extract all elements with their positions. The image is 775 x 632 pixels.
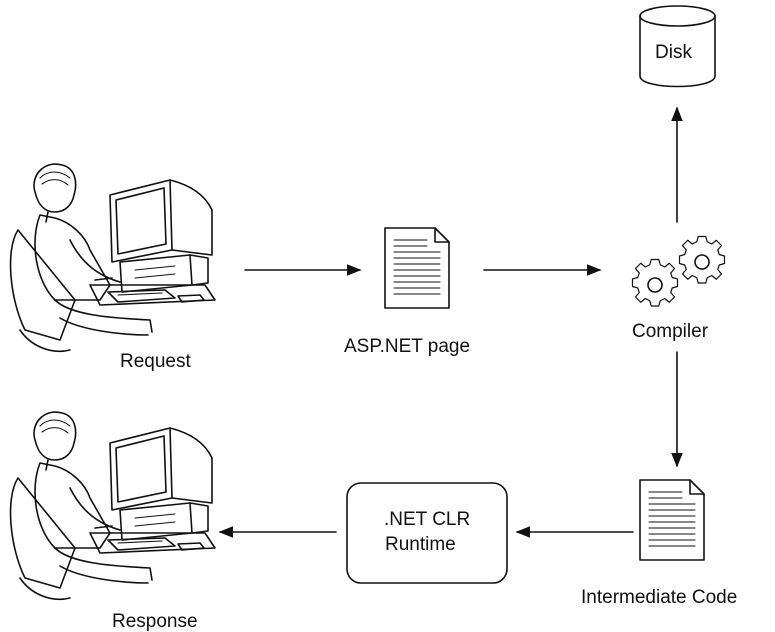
disk-label: Disk — [655, 42, 692, 63]
response-label: Response — [112, 611, 198, 632]
compiler-gears-icon — [631, 235, 726, 307]
compiler-label: Compiler — [632, 321, 709, 342]
clr-runtime-box — [346, 482, 508, 584]
disk-cylinder-icon — [639, 5, 716, 88]
intermediate-code-label: Intermediate Code — [581, 587, 737, 608]
response-workstation-illustration — [9, 411, 216, 601]
clr-runtime-line2: Runtime — [385, 534, 456, 555]
intermediate-code-document-icon — [639, 479, 705, 561]
clr-runtime-line1: .NET CLR — [384, 509, 470, 530]
request-label: Request — [120, 351, 191, 372]
request-workstation-illustration — [9, 163, 216, 353]
aspnet-page-label: ASP.NET page — [344, 336, 470, 357]
aspnet-page-document-icon — [384, 227, 450, 309]
